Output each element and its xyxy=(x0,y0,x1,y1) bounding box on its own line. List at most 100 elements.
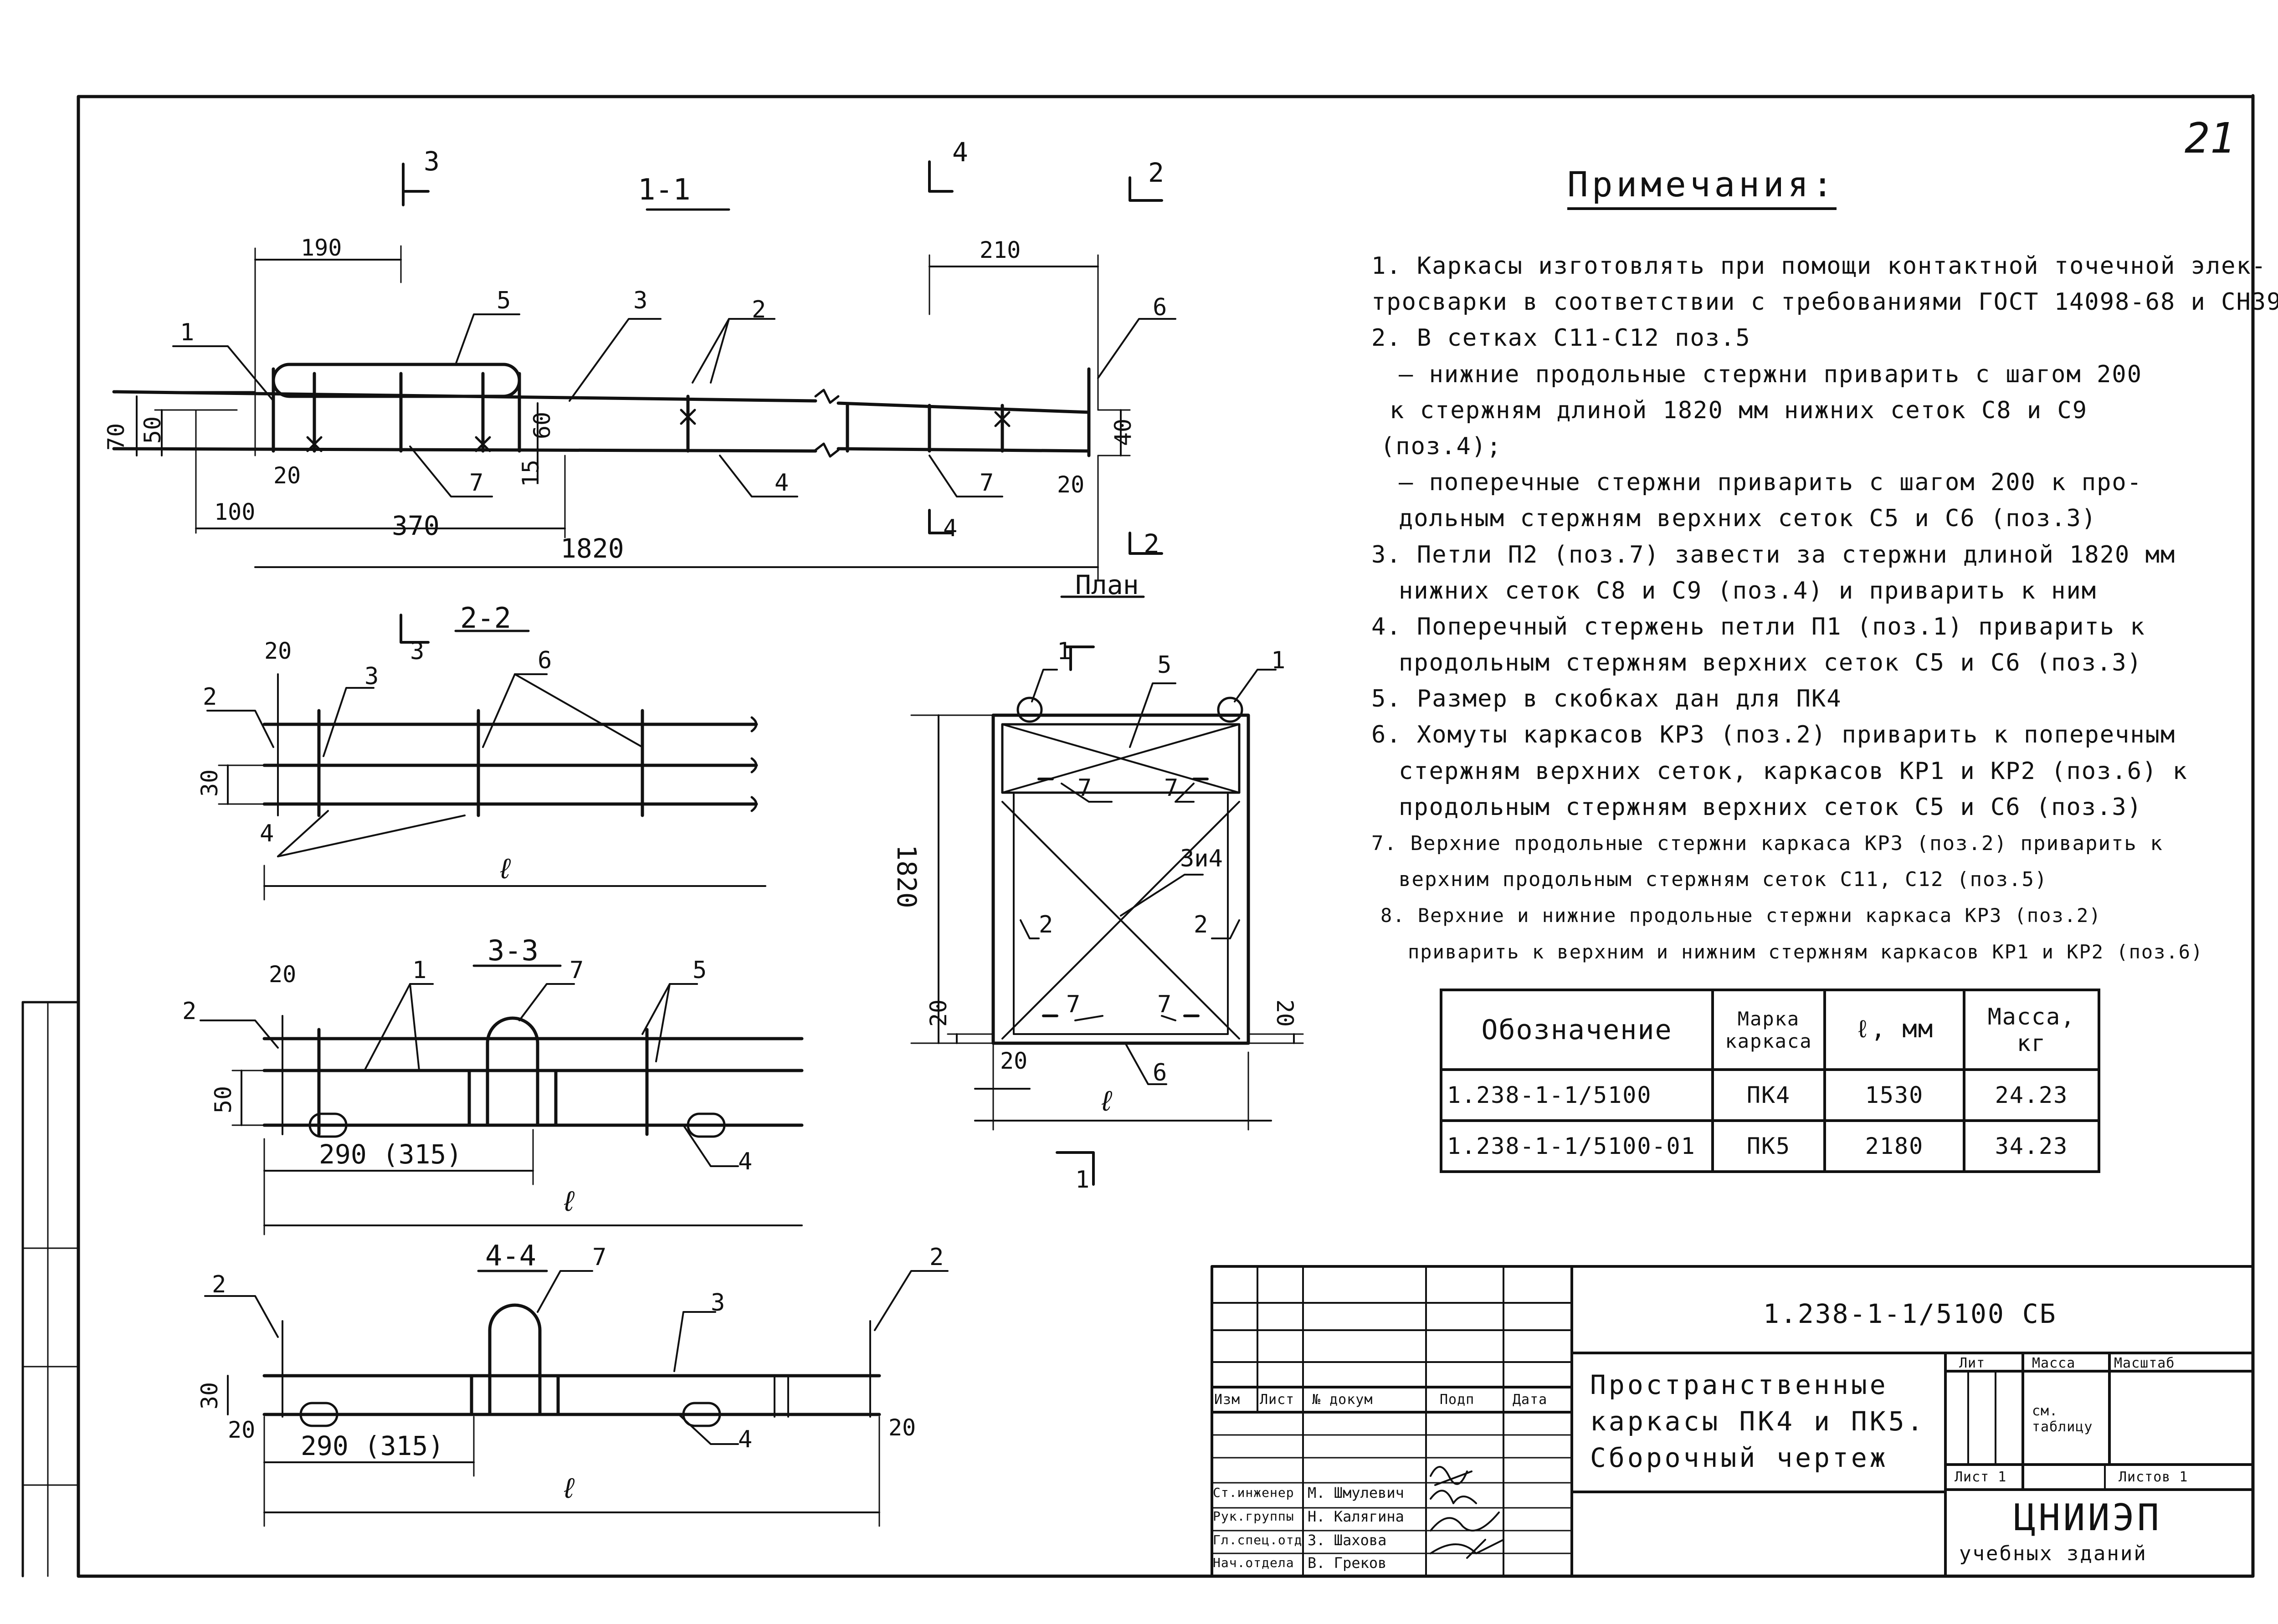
table-row: 1.238-1-1/5100 ПК4 1530 24.23 xyxy=(1440,1068,2100,1122)
dimension-label: 20 xyxy=(1272,999,1298,1027)
position-label: 4 xyxy=(738,1148,753,1175)
cut-mark-label: 4 xyxy=(952,137,968,168)
title-block-lines xyxy=(1211,1265,2254,1578)
position-label: 3 xyxy=(711,1289,725,1317)
tb-org-name: ЦНИИЭП xyxy=(2014,1496,2162,1539)
position-label: 3 xyxy=(364,663,379,690)
note-line: 1. Каркасы изготовлять при помощи контак… xyxy=(1371,252,2267,280)
tb-sheets-label: Листов 1 xyxy=(2119,1469,2188,1485)
section-4-4-title: 4-4 xyxy=(485,1239,536,1272)
position-label: 2 xyxy=(203,683,217,711)
position-label: 5 xyxy=(497,287,511,314)
dimension-label: 20 xyxy=(1000,1048,1028,1074)
staff-role: Ст.инженер xyxy=(1213,1485,1294,1500)
notes-list: 1. Каркасы изготовлять при помощи контак… xyxy=(1371,248,2278,970)
note-line: – поперечные стержни приварить с шагом 2… xyxy=(1399,469,2143,497)
position-label: 4 xyxy=(260,820,274,847)
note-line: приварить к верхним и нижним стержням ка… xyxy=(1408,940,2204,963)
staff-name: З. Шахова xyxy=(1308,1532,1387,1549)
dimension-label: 290 (315) xyxy=(301,1430,444,1461)
position-label: 5 xyxy=(693,957,707,984)
dimension-label: ℓ xyxy=(497,852,514,885)
signatures xyxy=(1430,1466,1504,1559)
cut-mark-label: 3 xyxy=(424,146,440,177)
position-label: 7 xyxy=(1164,774,1179,802)
tb-stage-label: Лит xyxy=(1959,1355,1986,1371)
tb-mass-note: см. таблицу xyxy=(2032,1403,2093,1435)
position-label: 7 xyxy=(570,957,584,984)
spec-table: Обозначение Марка каркаса ℓ, мм Масса, к… xyxy=(1440,989,2100,1173)
position-label: 3 xyxy=(633,287,648,314)
cut-mark-label: 4 xyxy=(943,515,958,542)
position-label: 7 xyxy=(469,469,484,497)
position-label: 5 xyxy=(1157,651,1172,679)
table-cell: ПК4 xyxy=(1711,1068,1826,1122)
staff-role: Гл.спец.отд xyxy=(1213,1532,1303,1547)
staff-name: В. Греков xyxy=(1308,1554,1387,1572)
tb-title-line: Сборочный чертеж xyxy=(1590,1442,1888,1473)
plan-view xyxy=(910,595,1304,1186)
section-3-3 xyxy=(200,964,804,1235)
table-cell: 34.23 xyxy=(1963,1119,2100,1173)
table-header-row: Обозначение Марка каркаса ℓ, мм Масса, к… xyxy=(1440,989,2100,1071)
header-cell: Масса, кг xyxy=(1963,989,2100,1071)
cut-mark-label: 3 xyxy=(410,638,425,665)
note-line: 3. Петли П2 (поз.7) завести за стержни д… xyxy=(1371,541,2176,569)
tb-header-cell: № докум xyxy=(1312,1392,1373,1408)
dimension-label: 20 xyxy=(925,999,952,1027)
staff-name: Н. Калягина xyxy=(1308,1508,1404,1525)
tb-header-cell: Подп xyxy=(1440,1392,1475,1408)
tb-org-sub: учебных зданий xyxy=(1959,1542,2147,1565)
tb-header-cell: Лист xyxy=(1260,1392,1295,1408)
table-cell: 1.238-1-1/5100-01 xyxy=(1440,1119,1714,1173)
dimension-label: 30 xyxy=(196,769,223,797)
position-label: 7 xyxy=(1077,774,1092,802)
dimension-label: 50 xyxy=(139,416,166,444)
note-line: 6. Хомуты каркасов КР3 (поз.2) приварить… xyxy=(1371,721,2176,749)
doc-code: 1.238-1-1/5100 СБ xyxy=(1763,1298,2057,1329)
note-line: нижних сеток С8 и С9 (поз.4) и приварить… xyxy=(1399,577,2097,605)
note-line: (поз.4); xyxy=(1380,432,1502,460)
dimension-label: 30 xyxy=(196,1382,223,1410)
staff-role: Нач.отдела xyxy=(1213,1555,1294,1570)
dimension-label: 370 xyxy=(392,510,440,541)
dimension-label: 20 xyxy=(1057,471,1085,498)
notes-title: Примечания: xyxy=(1567,164,1837,210)
note-line: 7. Верхние продольные стержни каркаса КР… xyxy=(1371,832,2163,855)
position-label: 6 xyxy=(538,647,552,674)
tb-header-cell: Изм xyxy=(1214,1392,1241,1408)
position-label: 2 xyxy=(1194,911,1208,938)
table-row: 1.238-1-1/5100-01 ПК5 2180 34.23 xyxy=(1440,1119,2100,1173)
position-label: 2 xyxy=(1039,911,1053,938)
cut-mark-label: 1 xyxy=(1075,1166,1090,1194)
tb-sheet-label: Лист 1 xyxy=(1955,1469,2007,1485)
section-1-1-title: 1-1 xyxy=(638,173,691,207)
note-line: стержням верхних сеток, каркасов КР1 и К… xyxy=(1399,757,2188,785)
tb-title-line: Пространственные xyxy=(1590,1369,1888,1400)
dimension-label: 60 xyxy=(529,411,556,440)
section-3-3-title: 3-3 xyxy=(487,934,539,967)
position-label: 7 xyxy=(1066,991,1081,1018)
dimension-label: 1820 xyxy=(891,845,922,908)
section-4-4 xyxy=(204,1270,949,1527)
note-line: верхним продольным стержням сеток С11, С… xyxy=(1399,868,2048,891)
section-2-2-title: 2-2 xyxy=(460,601,511,635)
header-cell: Обозначение xyxy=(1440,989,1714,1071)
table-cell: 1.238-1-1/5100 xyxy=(1440,1068,1714,1122)
dimension-label: 70 xyxy=(103,423,130,451)
dimension-label: 20 xyxy=(269,961,297,988)
dimension-label: 20 xyxy=(264,638,292,664)
position-label: 7 xyxy=(1157,991,1172,1018)
plan-title: План xyxy=(1075,569,1139,600)
tb-mass-label: Масса xyxy=(2032,1355,2076,1371)
dimension-label: 290 (315) xyxy=(319,1139,462,1170)
note-line: тросварки в соответствии с требованиями … xyxy=(1371,288,2278,316)
dimension-label: 50 xyxy=(210,1086,237,1114)
tb-header-cell: Дата xyxy=(1513,1392,1548,1408)
staff-name: М. Шмулевич xyxy=(1308,1484,1404,1501)
section-1-1 xyxy=(112,160,1176,582)
table-cell: ПК5 xyxy=(1711,1119,1826,1173)
position-label: 1 xyxy=(1271,647,1286,674)
header-cell: ℓ, мм xyxy=(1823,989,1965,1071)
position-label: 2 xyxy=(182,998,197,1025)
